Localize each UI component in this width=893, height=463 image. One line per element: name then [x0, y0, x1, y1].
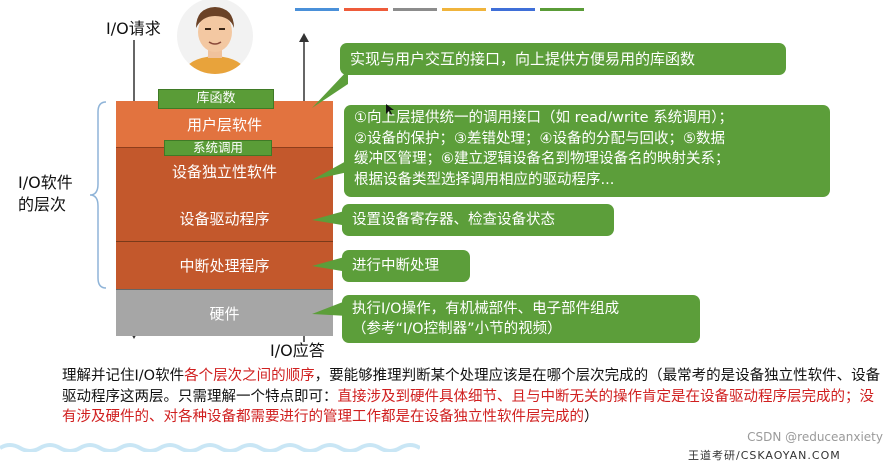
callout-interrupt-handler: 进行中断处理	[342, 250, 470, 282]
io-request-label: I/O请求	[106, 19, 161, 38]
color-strip-segment	[344, 8, 388, 11]
layer-label: 中断处理程序	[179, 257, 270, 275]
callout-user-software: 实现与用户交互的接口，向上提供方便易用的库函数	[340, 43, 786, 75]
footer-brand: 王道考研/CSKAOYAN.COM	[688, 449, 841, 462]
color-strip-segment	[442, 8, 486, 11]
layer-hardware: 硬件	[116, 289, 333, 336]
callout-hardware: 执行I/O操作，有机械部件、电子部件组成 （参考“I/O控制器”小节的视频）	[342, 295, 700, 343]
layer-label: 设备驱动程序	[179, 209, 270, 228]
callout-device-driver: 设置设备寄存器、检查设备状态	[342, 204, 614, 236]
layer-device-driver: 设备驱动程序	[116, 195, 333, 241]
summary-text: 理解并记住I/O软件各个层次之间的顺序，要能够推理判断某个处理应该是在哪个层次完…	[62, 368, 881, 425]
brace-icon	[89, 101, 107, 289]
layer-label: 硬件	[209, 304, 240, 323]
callout-device-independent: ①向上层提供统一的调用接口（如 read/write 系统调用）； ②设备的保护…	[344, 105, 830, 197]
cursor-icon	[386, 104, 394, 115]
color-strip-segment	[491, 8, 535, 11]
color-strip-segment	[295, 8, 339, 11]
io-response-label: I/O应答	[270, 341, 325, 360]
callout-connectors	[312, 70, 348, 316]
software-layers-label: I/O软件 的层次	[18, 173, 73, 214]
library-tag: 库函数	[158, 89, 274, 109]
layer-label: 设备独立性软件	[171, 163, 277, 181]
wave-decoration	[0, 443, 420, 452]
avatar-icon	[177, 0, 253, 74]
csdn-watermark: CSDN @reduceanxiety	[747, 430, 883, 444]
layer-device-independent: 设备独立性软件	[116, 147, 333, 195]
layer-interrupt-handler: 中断处理程序	[116, 241, 333, 289]
color-strip-segment	[540, 8, 584, 11]
syscall-tag: 系统调用	[164, 140, 272, 156]
layer-label: 用户层软件	[186, 115, 262, 134]
color-strip-segment	[393, 8, 437, 11]
